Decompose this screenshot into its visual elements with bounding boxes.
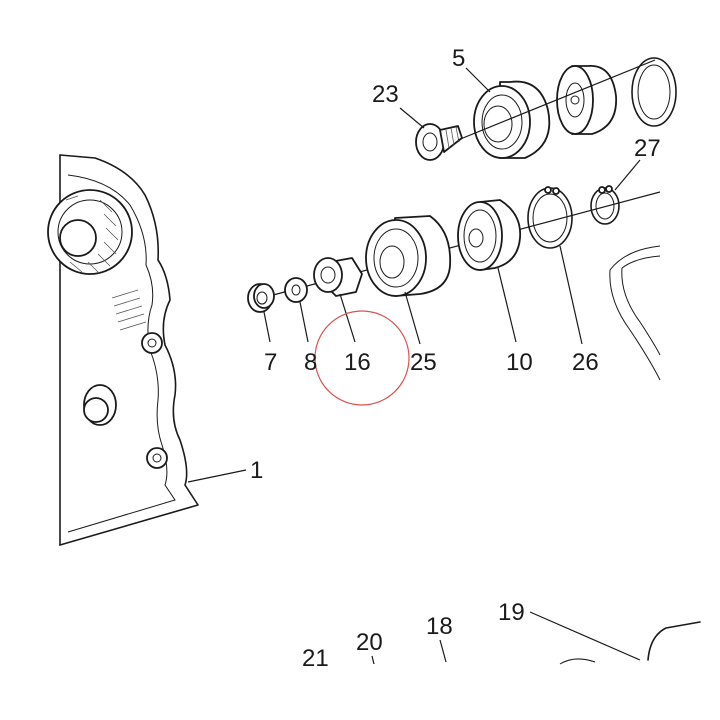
highlight-circle — [314, 310, 410, 406]
label-part-27: 27 — [634, 135, 661, 162]
label-part-19: 19 — [498, 599, 525, 626]
washer-part-8 — [284, 277, 308, 303]
circlip-part-27 — [590, 185, 620, 225]
cap-nut-part-7 — [247, 283, 275, 313]
top-ring-partial — [631, 57, 677, 127]
leader-line-8 — [299, 301, 309, 343]
right-housing-partial — [609, 245, 661, 381]
label-part-21: 21 — [302, 645, 329, 672]
label-part-7: 7 — [264, 349, 277, 376]
housing-cover — [47, 154, 199, 546]
leader-line-5 — [465, 67, 491, 93]
label-part-20: 20 — [356, 629, 383, 656]
bottom-parts-partial — [371, 611, 701, 665]
bearing-part-10 — [457, 199, 522, 271]
hex-nut-part-16 — [313, 257, 363, 297]
label-part-16: 16 — [344, 349, 371, 376]
label-part-1: 1 — [250, 457, 263, 484]
leader-line-1 — [187, 469, 247, 483]
leader-line-10 — [497, 267, 517, 343]
shaft-axis-top — [457, 59, 656, 141]
label-part-10: 10 — [506, 349, 533, 376]
label-part-5: 5 — [452, 45, 465, 72]
leader-line-26 — [559, 245, 583, 345]
label-part-26: 26 — [572, 349, 599, 376]
label-part-8: 8 — [304, 349, 317, 376]
flanged-bushing-part-5 — [473, 80, 551, 159]
leader-line-25 — [404, 291, 421, 345]
leader-line-27 — [614, 159, 641, 191]
sleeve-part-25 — [365, 215, 452, 297]
label-part-18: 18 — [426, 613, 453, 640]
leader-line-7 — [263, 311, 271, 343]
retaining-ring-part-26 — [527, 186, 573, 249]
label-part-25: 25 — [410, 349, 437, 376]
leader-line-16 — [339, 293, 356, 343]
top-bearing — [556, 65, 617, 135]
label-part-23: 23 — [372, 81, 399, 108]
bolt-part-23 — [415, 123, 463, 161]
leader-line-23 — [399, 107, 425, 129]
